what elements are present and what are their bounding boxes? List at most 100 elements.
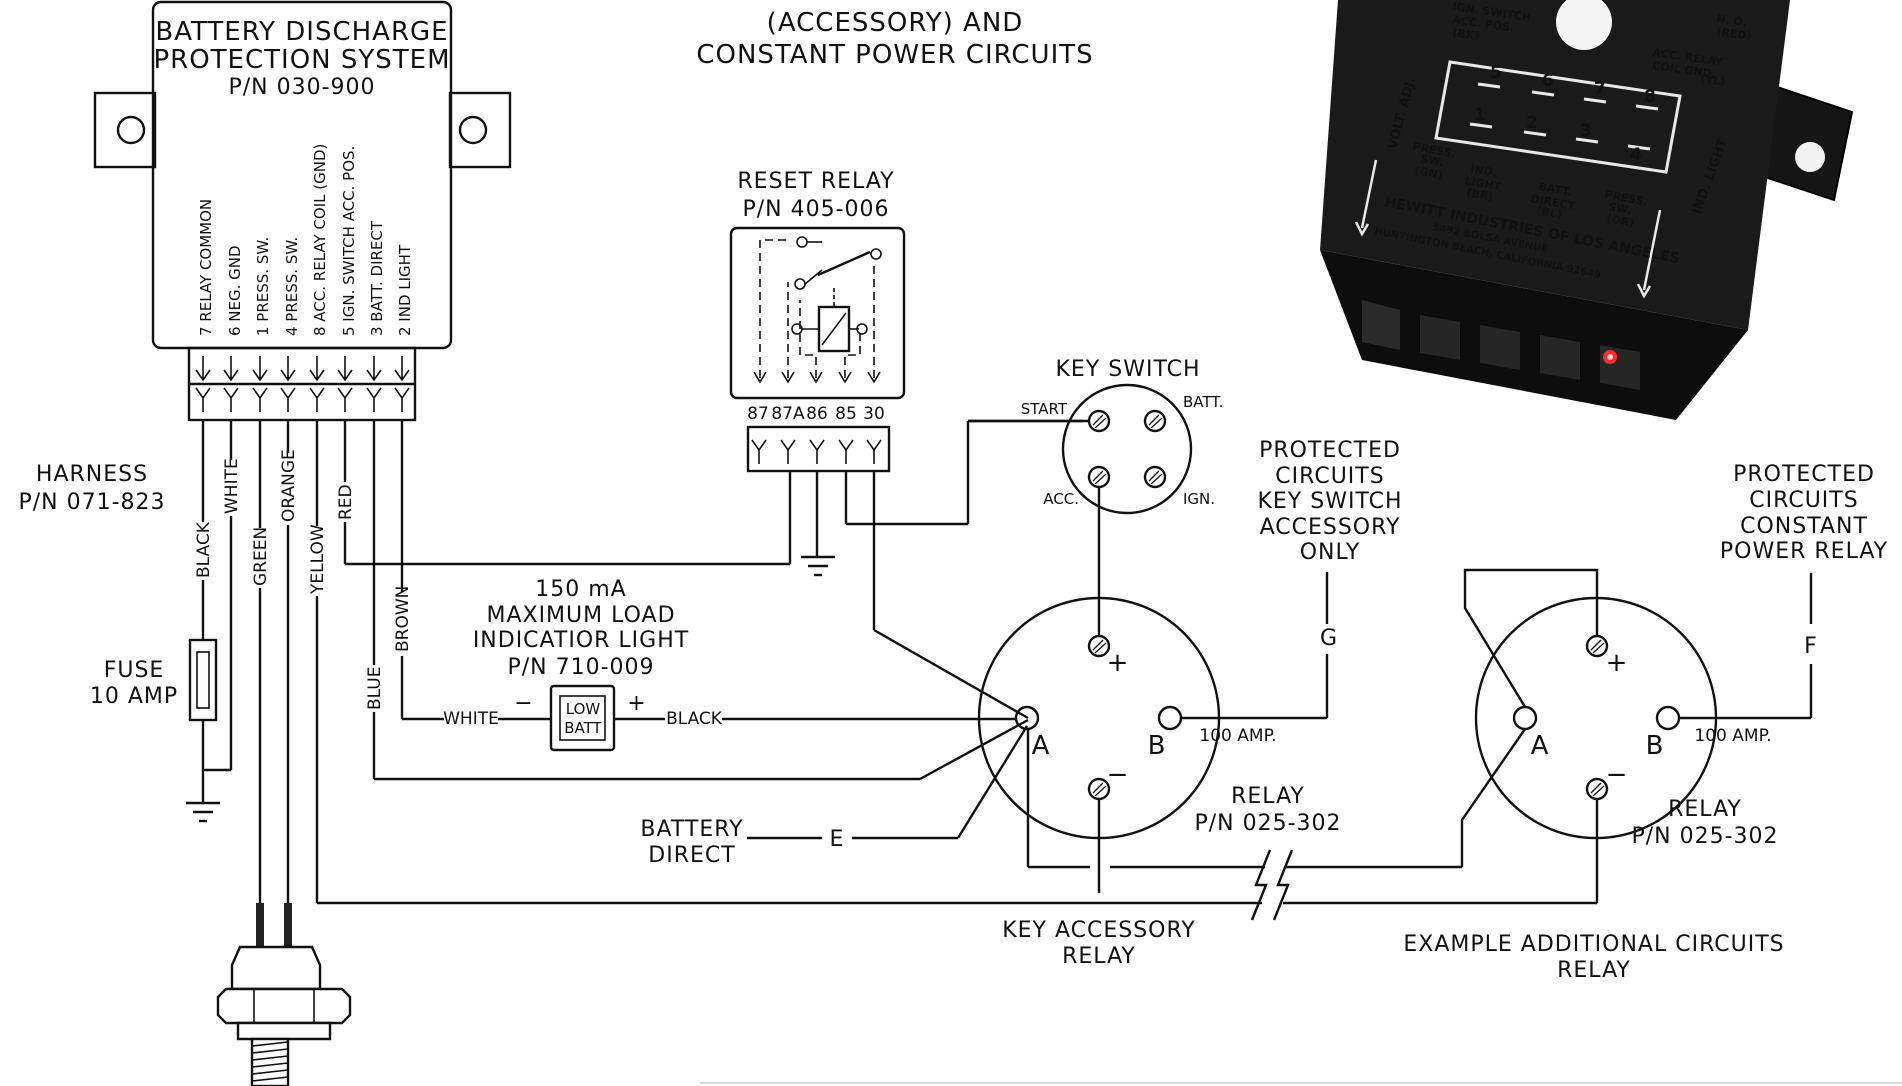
reset-relay-pin-30: 30 [863, 404, 885, 424]
module-ear-left [93, 91, 157, 169]
key-switch-label: KEY SWITCH [1055, 357, 1200, 382]
photo-pin-7: 7 [1594, 79, 1606, 99]
key-switch-acc-label: ACC. [1043, 490, 1079, 508]
photo-pin-5: 5 [1490, 63, 1502, 83]
module-title2: PROTECTION SYSTEM [153, 45, 450, 75]
module-title1: BATTERY DISCHARGE [155, 17, 448, 47]
protected-f-line1: PROTECTED [1733, 462, 1875, 487]
reset-relay-pin-87a: 87A [771, 404, 805, 424]
relay-main-plus-label: + [1107, 648, 1130, 678]
wire-label-brown: BROWN [393, 586, 413, 652]
relay-main-b-label: B [1148, 731, 1167, 761]
pin-label-6: 6 NEG. GND [226, 245, 244, 336]
protected-f-line2: CIRCUITS [1749, 488, 1858, 513]
protected-g-tag: G [1320, 626, 1338, 651]
reset-relay-label: RESET RELAY [737, 169, 894, 194]
header-line1: (ACCESSORY) AND [767, 8, 1024, 38]
reset-relay-part-number: P/N 405-006 [742, 197, 889, 222]
protected-g-line1: PROTECTED [1259, 438, 1401, 463]
photo-pin-6: 6 [1542, 71, 1554, 91]
photo-top-label-5: (RED) [1716, 25, 1753, 43]
key-switch-batt-label: BATT. [1183, 393, 1223, 411]
key-switch-start-label: START [1021, 400, 1068, 418]
relay-extra-terminal-b [1655, 705, 1681, 731]
indicator-name: INDICATIOR LIGHT [473, 628, 689, 653]
photo-mount-hole-icon [1795, 142, 1825, 172]
relay-main-terminal-b [1157, 705, 1183, 731]
reset-relay-body [729, 226, 906, 400]
key-accessory-relay-caption: KEY ACCESSORY [1002, 918, 1196, 943]
photo-bottom-label-7: BATT. [1537, 180, 1573, 199]
reset-relay-pin-85: 85 [835, 404, 857, 424]
battery-direct-label: BATTERY [640, 817, 743, 842]
indicator-wire-white-label: WHITE [443, 709, 499, 729]
ground-symbol-reset-relay-icon [801, 555, 835, 577]
module-part-number: P/N 030-900 [228, 75, 375, 100]
wire-label-black: BLACK [194, 521, 214, 578]
additional-circuits-relay: A B + − 100 AMP. [1460, 568, 1811, 903]
connector-terminals [195, 356, 410, 412]
photo-pin-4: 4 [1630, 145, 1642, 165]
fuse-label: FUSE [104, 658, 165, 683]
key-accessory-relay-caption2: RELAY [1062, 944, 1136, 969]
reset-relay-block: 87 87A 86 85 30 [729, 226, 1083, 720]
relay-main-amp-label: 100 AMP. [1199, 726, 1276, 746]
photo-bottom-label-2: SW. [1419, 152, 1444, 169]
protected-f-line4: POWER RELAY [1720, 539, 1888, 564]
protected-g-line4: ACCESSORY [1260, 515, 1401, 540]
harness-wires [186, 420, 1597, 905]
relay-extra-coil-plus-icon [1585, 634, 1609, 658]
ground-symbol-fuse-icon [186, 801, 220, 823]
additional-relay-caption2: RELAY [1557, 958, 1631, 983]
photo-bottom-label-12: (OR) [1605, 212, 1635, 230]
pin-label-8: 8 ACC. RELAY COIL (GND) [311, 144, 329, 336]
relay-main-part-number: P/N 025-302 [1194, 811, 1341, 836]
pin-label-2: 2 IND LIGHT [396, 244, 414, 336]
key-switch-terminal-start-icon [1087, 409, 1111, 433]
fuse-element-icon [196, 651, 210, 709]
battery-direct-tag: E [830, 827, 845, 852]
indicator-plus-label: + [627, 691, 646, 716]
pin-label-3: 3 BATT. DIRECT [368, 220, 386, 336]
wire-label-yellow: YELLOW [308, 524, 328, 595]
relay-main-coil-plus-icon [1087, 634, 1111, 658]
protected-g-line2: CIRCUITS [1275, 464, 1384, 489]
key-switch-body [1061, 383, 1193, 515]
reset-relay-pin-87: 87 [747, 404, 769, 424]
protected-f-tag: F [1804, 634, 1818, 659]
indicator-lamp-text2: BATT [564, 719, 602, 737]
mount-hole-left-icon [116, 115, 146, 145]
photo-bottom-label-6: (BR) [1465, 186, 1494, 203]
relay-extra-a-label: A [1531, 731, 1550, 761]
protected-g-line3: KEY SWITCH [1257, 489, 1402, 514]
pressure-switch-icon [216, 903, 352, 1086]
relay-extra-coil-minus-icon [1585, 777, 1609, 801]
photo-bottom-label-5: LIGHT [1463, 174, 1502, 193]
photo-module-face [1320, 0, 1790, 330]
key-accessory-relay: A B + − 100 AMP. [977, 596, 1462, 893]
relay-extra-b-label: B [1646, 731, 1665, 761]
wire-label-orange: ORANGE [279, 449, 299, 522]
relay-main-minus-label: − [1107, 760, 1130, 790]
photo-bottom-label-9: (BL) [1535, 204, 1562, 221]
indicator-minus-label: − [514, 691, 533, 716]
photo-pin-8: 8 [1644, 87, 1656, 107]
key-switch-terminal-ign-icon [1143, 465, 1167, 489]
wire-label-red: RED [336, 484, 356, 520]
mount-hole-right-icon [458, 115, 488, 145]
relay-extra-amp-label: 100 AMP. [1694, 726, 1771, 746]
relay-extra-part-number: P/N 025-302 [1631, 824, 1778, 849]
photo-top-label-3: (BK) [1452, 26, 1481, 43]
key-switch: START BATT. ACC. IGN. [968, 383, 1223, 636]
photo-top-label-4: N. O. [1716, 12, 1748, 29]
indicator-load: 150 mA [535, 577, 626, 602]
protected-circuits-f: PROTECTED CIRCUITS CONSTANT POWER RELAY … [1720, 462, 1888, 718]
indicator-part-number: P/N 710-009 [507, 655, 654, 680]
photo-pin-3: 3 [1580, 121, 1592, 141]
low-batt-lamp-icon [559, 695, 606, 741]
battery-direct-label2: DIRECT [648, 843, 735, 868]
indicator-wire-black-label: BLACK [666, 709, 723, 729]
harness-part-number: P/N 071-823 [18, 490, 165, 515]
photo-top-label-8: (YL) [1700, 72, 1727, 88]
photo-bottom-label-3: (GN) [1413, 164, 1443, 182]
